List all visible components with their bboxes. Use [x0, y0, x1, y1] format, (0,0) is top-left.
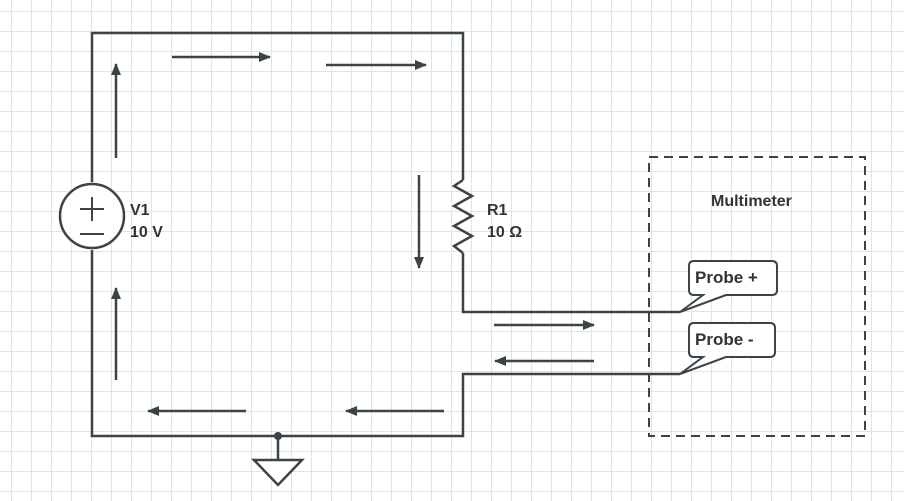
probe-negative-callout	[679, 322, 776, 375]
source-value-label: 10 V	[130, 224, 163, 241]
voltage-source-v1	[58, 182, 126, 250]
probe-positive-label: Probe +	[695, 268, 758, 287]
multimeter-box	[648, 156, 866, 437]
resistor-name-label: R1	[487, 202, 508, 219]
current-arrows	[111, 52, 595, 416]
probe-positive-callout	[679, 260, 778, 313]
source-name-label: V1	[130, 202, 150, 219]
multimeter-title: Multimeter	[711, 193, 792, 210]
wire-to-probe-positive	[461, 253, 680, 314]
probe-negative-label: Probe -	[695, 330, 754, 349]
ground-symbol	[251, 432, 305, 487]
wire-top	[90, 31, 465, 182]
resistor-r1	[451, 178, 475, 254]
resistor-value-label: 10 Ω	[487, 224, 523, 241]
wire-return	[90, 250, 680, 438]
